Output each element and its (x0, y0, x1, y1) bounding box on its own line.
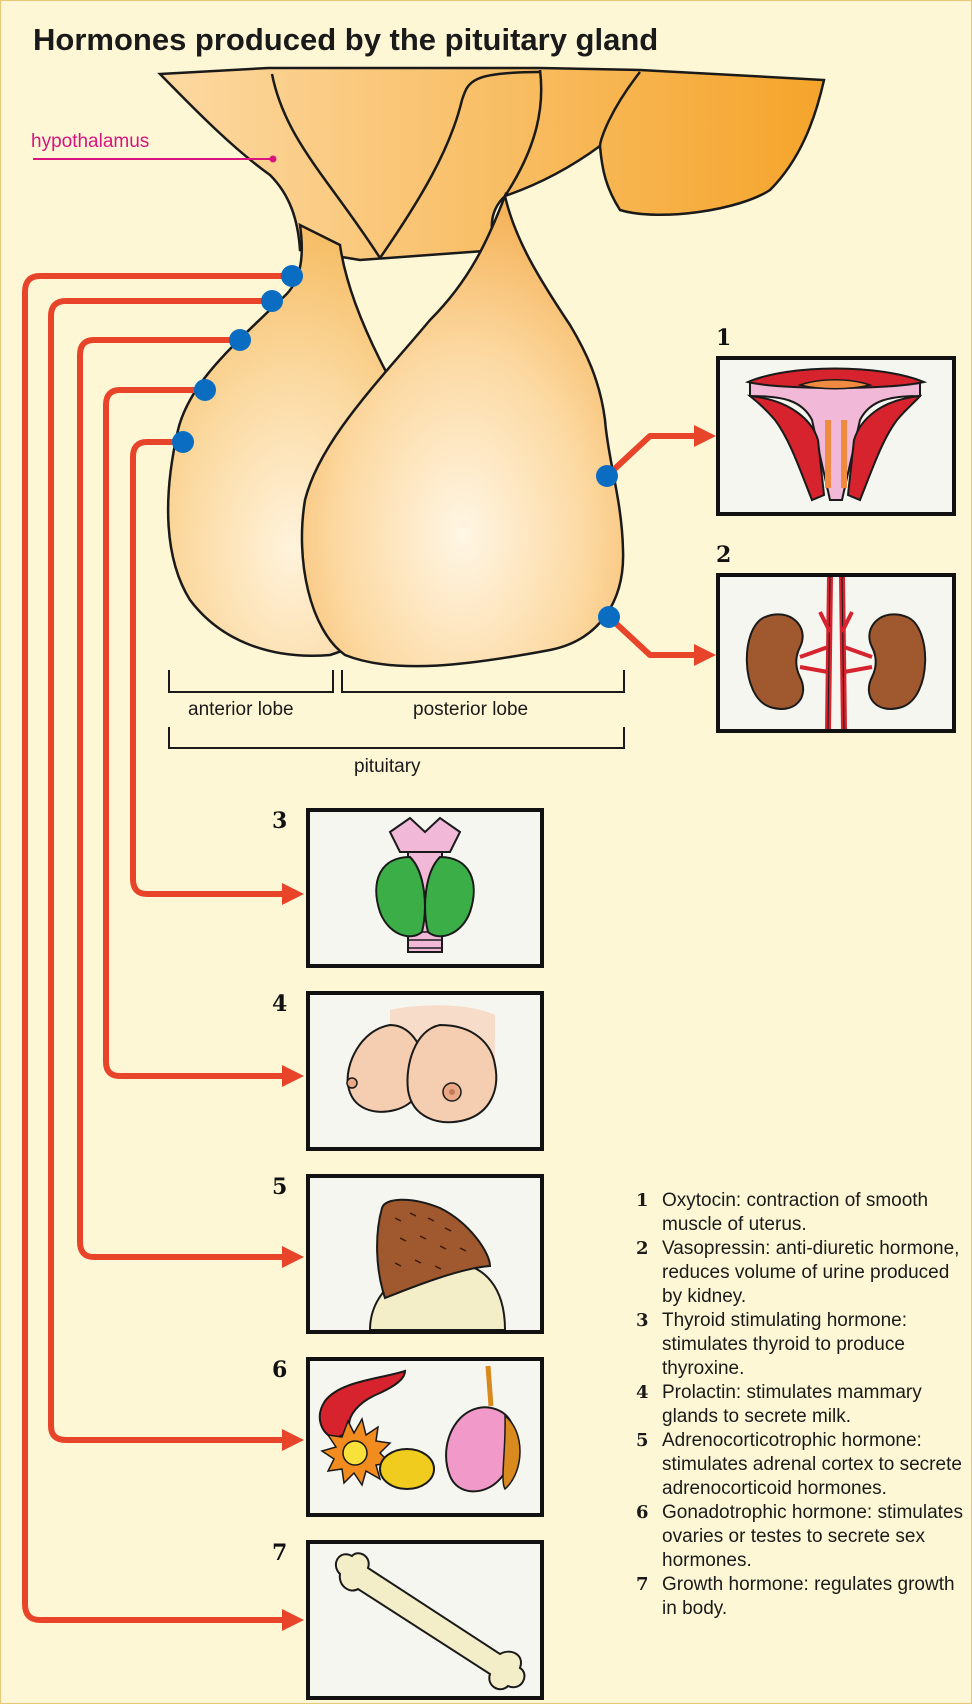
anterior-lobe-label: anterior lobe (188, 699, 294, 721)
legend-text: Thyroid stimulating hormone: stimulates … (662, 1309, 966, 1381)
legend-item-4: 4 Prolactin: stimulates mammary glands t… (636, 1381, 966, 1429)
posterior-arrowheads (694, 425, 716, 666)
legend-item-6: 6 Gonadotrophic hormone: stimulates ovar… (636, 1501, 966, 1573)
kidneys-icon (720, 577, 952, 729)
bone-icon (310, 1544, 540, 1696)
panel-number-3: 3 (272, 808, 287, 834)
hypothalamus-pointer (33, 156, 277, 163)
hypothalamus-label: hypothalamus (31, 131, 149, 153)
legend-item-3: 3 Thyroid stimulating hormone: stimulate… (636, 1309, 966, 1381)
panel-number-1: 1 (716, 325, 731, 351)
panel-number-4: 4 (272, 991, 287, 1017)
panel-gonads (306, 1357, 544, 1517)
pituitary-label: pituitary (354, 756, 421, 778)
hormone-legend: 1 Oxytocin: contraction of smooth muscle… (636, 1189, 966, 1621)
diagram-title: Hormones produced by the pituitary gland (33, 22, 658, 58)
panel-uterus (716, 356, 956, 516)
legend-text: Prolactin: stimulates mammary glands to … (662, 1381, 966, 1429)
legend-item-5: 5 Adrenocorticotrophic hormone: stimulat… (636, 1429, 966, 1501)
legend-text: Vasopressin: anti-diuretic hormone, redu… (662, 1237, 966, 1309)
legend-item-7: 7 Growth hormone: regulates growth in bo… (636, 1573, 966, 1621)
panel-number-2: 2 (716, 542, 731, 568)
breasts-icon (310, 995, 540, 1147)
legend-text: Adrenocorticotrophic hormone: stimulates… (662, 1429, 966, 1501)
panel-number-5: 5 (272, 1174, 287, 1200)
panel-adrenal (306, 1174, 544, 1334)
posterior-lobe-label: posterior lobe (413, 699, 528, 721)
panel-thyroid (306, 808, 544, 968)
posterior-lobe-shape (302, 196, 623, 666)
legend-text: Growth hormone: regulates growth in body… (662, 1573, 966, 1621)
panel-number-6: 6 (272, 1357, 287, 1383)
adrenal-gland-icon (310, 1178, 540, 1330)
legend-text: Gonadotrophic hormone: stimulates ovarie… (662, 1501, 966, 1573)
legend-number: 2 (636, 1237, 662, 1309)
legend-text: Oxytocin: contraction of smooth muscle o… (662, 1189, 966, 1237)
legend-number: 5 (636, 1429, 662, 1501)
legend-number: 1 (636, 1189, 662, 1237)
panel-kidneys (716, 573, 956, 733)
legend-number: 7 (636, 1573, 662, 1621)
panel-number-7: 7 (272, 1540, 287, 1566)
legend-item-2: 2 Vasopressin: anti-diuretic hormone, re… (636, 1237, 966, 1309)
thyroid-icon (310, 812, 540, 964)
uterus-icon (720, 360, 952, 512)
legend-number: 3 (636, 1309, 662, 1381)
legend-number: 6 (636, 1501, 662, 1573)
legend-item-1: 1 Oxytocin: contraction of smooth muscle… (636, 1189, 966, 1237)
panel-bone (306, 1540, 544, 1700)
legend-number: 4 (636, 1381, 662, 1429)
panel-breasts (306, 991, 544, 1151)
ovary-testis-icon (310, 1361, 540, 1513)
